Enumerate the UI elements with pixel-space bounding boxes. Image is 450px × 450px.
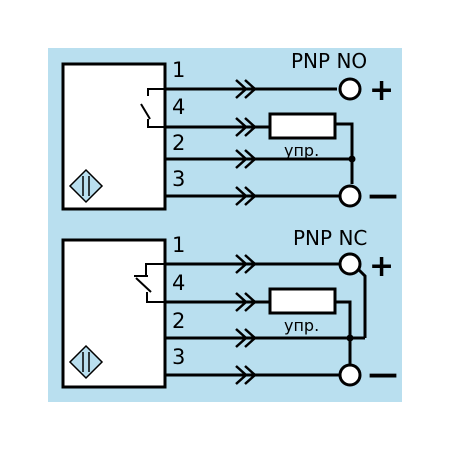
sensor-pnp-nc: PNP NC 1 4 2 3 упр. + —: [61, 226, 398, 392]
switch-contact-no-icon: [140, 88, 165, 128]
terminal-plus: [338, 252, 362, 276]
pin-label-3: 3: [172, 167, 185, 191]
inductive-sensor-icon: [68, 344, 104, 380]
wires: [165, 87, 354, 198]
wires: [165, 262, 367, 377]
pin-label-1: 1: [172, 58, 185, 82]
minus-sign: —: [368, 357, 398, 392]
sensor-pnp-no: PNP NO 1 4 2 3 упр. + —: [61, 49, 398, 213]
sensor-type-label: PNP NO: [291, 49, 367, 73]
load-resistor: [268, 112, 337, 140]
pin-label-2: 2: [172, 309, 185, 333]
terminal-plus: [338, 77, 362, 101]
pin-label-3: 3: [172, 345, 185, 369]
plus-sign: +: [369, 249, 394, 284]
terminal-minus: [338, 363, 362, 387]
load-label: упр.: [284, 141, 319, 160]
junction-dot: [348, 155, 356, 163]
minus-sign: —: [368, 178, 398, 213]
load-resistor: [268, 287, 337, 315]
pin-label-4: 4: [172, 271, 185, 295]
load-label: упр.: [284, 316, 319, 335]
inductive-sensor-icon: [68, 168, 104, 204]
pin-label-1: 1: [172, 233, 185, 257]
pin-label-2: 2: [172, 131, 185, 155]
connector-arrows: [235, 79, 257, 206]
switch-contact-nc-icon: [134, 263, 165, 303]
sensor-type-label: PNP NC: [293, 226, 367, 250]
junction-dot: [346, 334, 354, 342]
pin-label-4: 4: [172, 95, 185, 119]
terminal-minus: [338, 184, 362, 208]
connector-arrows: [235, 254, 257, 385]
plus-sign: +: [369, 73, 394, 108]
